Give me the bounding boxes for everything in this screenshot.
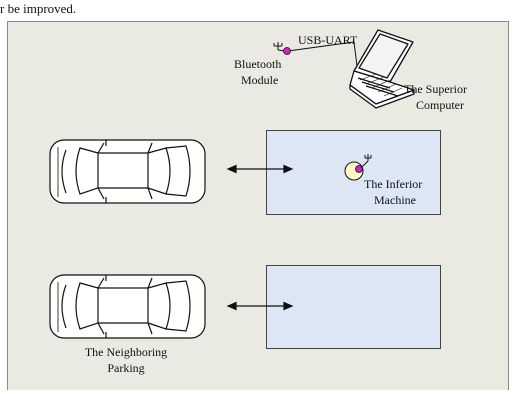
double-arrow-icon — [226, 301, 294, 311]
neighboring-parking-label-line1: The Neighboring — [84, 345, 168, 359]
inferior-machine-label-line1: The Inferior — [364, 177, 423, 191]
inferior-machine-label-line2: Machine — [374, 193, 416, 207]
car-icon — [49, 139, 206, 204]
laptop-icon — [349, 29, 415, 109]
usb-uart-cable — [287, 41, 358, 67]
bluetooth-module-dot — [283, 47, 291, 55]
neighboring-parking-label-line2: Parking — [107, 361, 145, 375]
caption-fragment: r be improved. — [0, 1, 77, 16]
superior-computer-label-line2: Computer — [416, 98, 464, 112]
bluetooth-module-label-line2: Module — [241, 73, 279, 87]
inferior-machine-icon — [344, 154, 372, 181]
bluetooth-module-label-line1: Bluetooth — [234, 57, 282, 71]
superior-computer-label-line1: The Superior — [404, 82, 467, 96]
empty-parking-box — [266, 265, 441, 349]
car-icon — [49, 274, 206, 339]
usb-uart-label: USB-UART — [298, 33, 358, 47]
double-arrow-icon — [226, 164, 294, 174]
